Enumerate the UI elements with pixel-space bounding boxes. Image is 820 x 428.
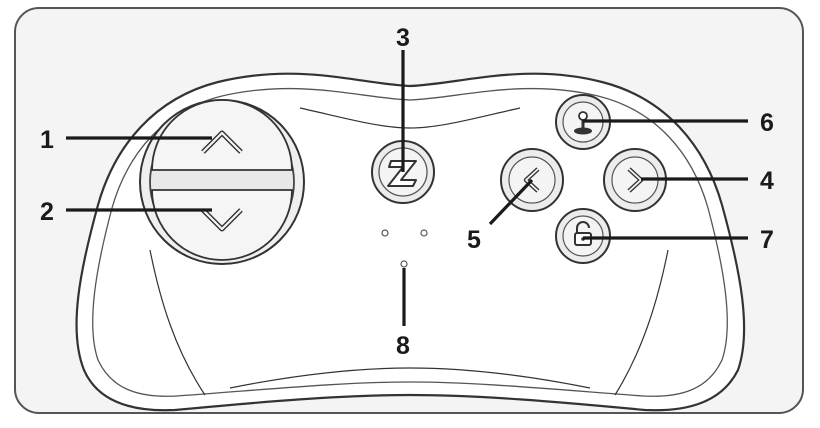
chevron-up-icon <box>201 130 243 154</box>
callout-8: 8 <box>396 332 410 360</box>
chevron-down-icon <box>201 208 243 232</box>
callout-1: 1 <box>40 126 54 154</box>
leader-lines <box>66 50 748 326</box>
controller-bottom-ridge <box>229 367 591 389</box>
callout-4: 4 <box>760 167 774 195</box>
indicator-lights <box>381 229 428 268</box>
left-grip-contour <box>149 249 206 396</box>
callout-2: 2 <box>40 198 54 226</box>
callout-labels: 1 2 3 4 5 6 7 8 <box>40 24 774 360</box>
controller-inner-shell <box>92 87 728 397</box>
controller-top-ridge <box>299 107 521 129</box>
chevron-left-icon <box>523 167 540 193</box>
leader-line-5 <box>488 178 534 226</box>
callout-3: 3 <box>396 24 410 52</box>
right-grip-contour <box>614 249 669 396</box>
down-button[interactable] <box>151 189 293 261</box>
callout-7: 7 <box>760 226 774 254</box>
z-logo-icon <box>387 160 417 187</box>
indicator-light-icon <box>381 229 389 237</box>
unlock-button[interactable] <box>555 208 611 264</box>
indicator-light-icon <box>400 260 408 268</box>
callout-5: 5 <box>467 226 481 254</box>
indicator-light-icon <box>420 229 428 237</box>
rocker-button-assembly <box>139 99 305 265</box>
callout-6: 6 <box>760 109 774 137</box>
